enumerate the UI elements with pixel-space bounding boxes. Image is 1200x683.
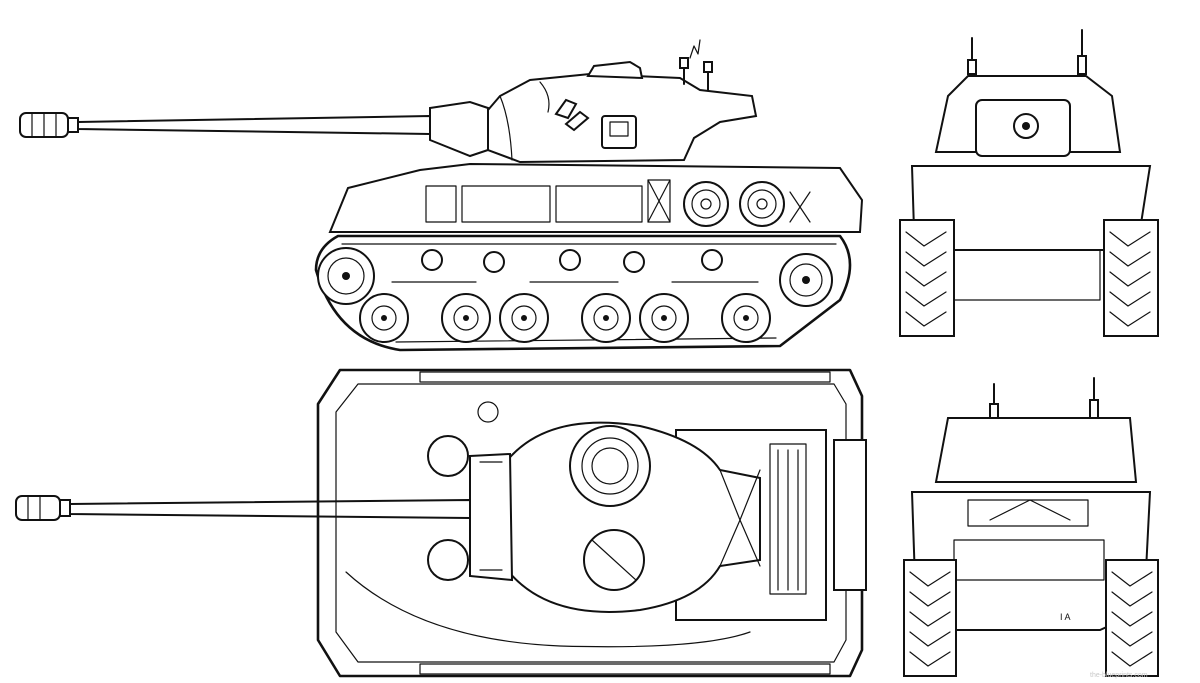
side-gun-barrel [77, 115, 431, 135]
top-hull [316, 368, 864, 678]
side-gun-mantlet [429, 100, 489, 158]
top-turret [499, 421, 761, 613]
rear-stencil-marking: I A [1060, 612, 1071, 622]
side-road-wheels [359, 293, 771, 343]
rear-tracks [903, 559, 1159, 677]
rear-view: I A [903, 377, 1159, 677]
top-driver-hatches [427, 401, 499, 581]
top-gun-barrel [69, 499, 471, 519]
side-muzzle-brake [19, 112, 79, 138]
front-tracks [899, 219, 1159, 337]
side-antenna-mounts [679, 39, 713, 91]
watermark: the-blueprints.com [1090, 672, 1148, 679]
top-cupola [569, 425, 651, 507]
side-cupola [586, 60, 644, 80]
top-muzzle-brake [15, 495, 71, 521]
top-view [15, 368, 867, 678]
side-view [19, 39, 864, 352]
top-gun-mantlet [469, 452, 514, 582]
side-track [314, 234, 852, 352]
side-drive-sprocket [317, 247, 375, 305]
side-spare-wheels [683, 181, 785, 227]
top-tow-cable [345, 571, 751, 648]
front-view [899, 29, 1159, 337]
side-idler-wheel [779, 253, 833, 307]
side-upper-hull [328, 162, 864, 233]
rear-turret [934, 417, 1138, 483]
